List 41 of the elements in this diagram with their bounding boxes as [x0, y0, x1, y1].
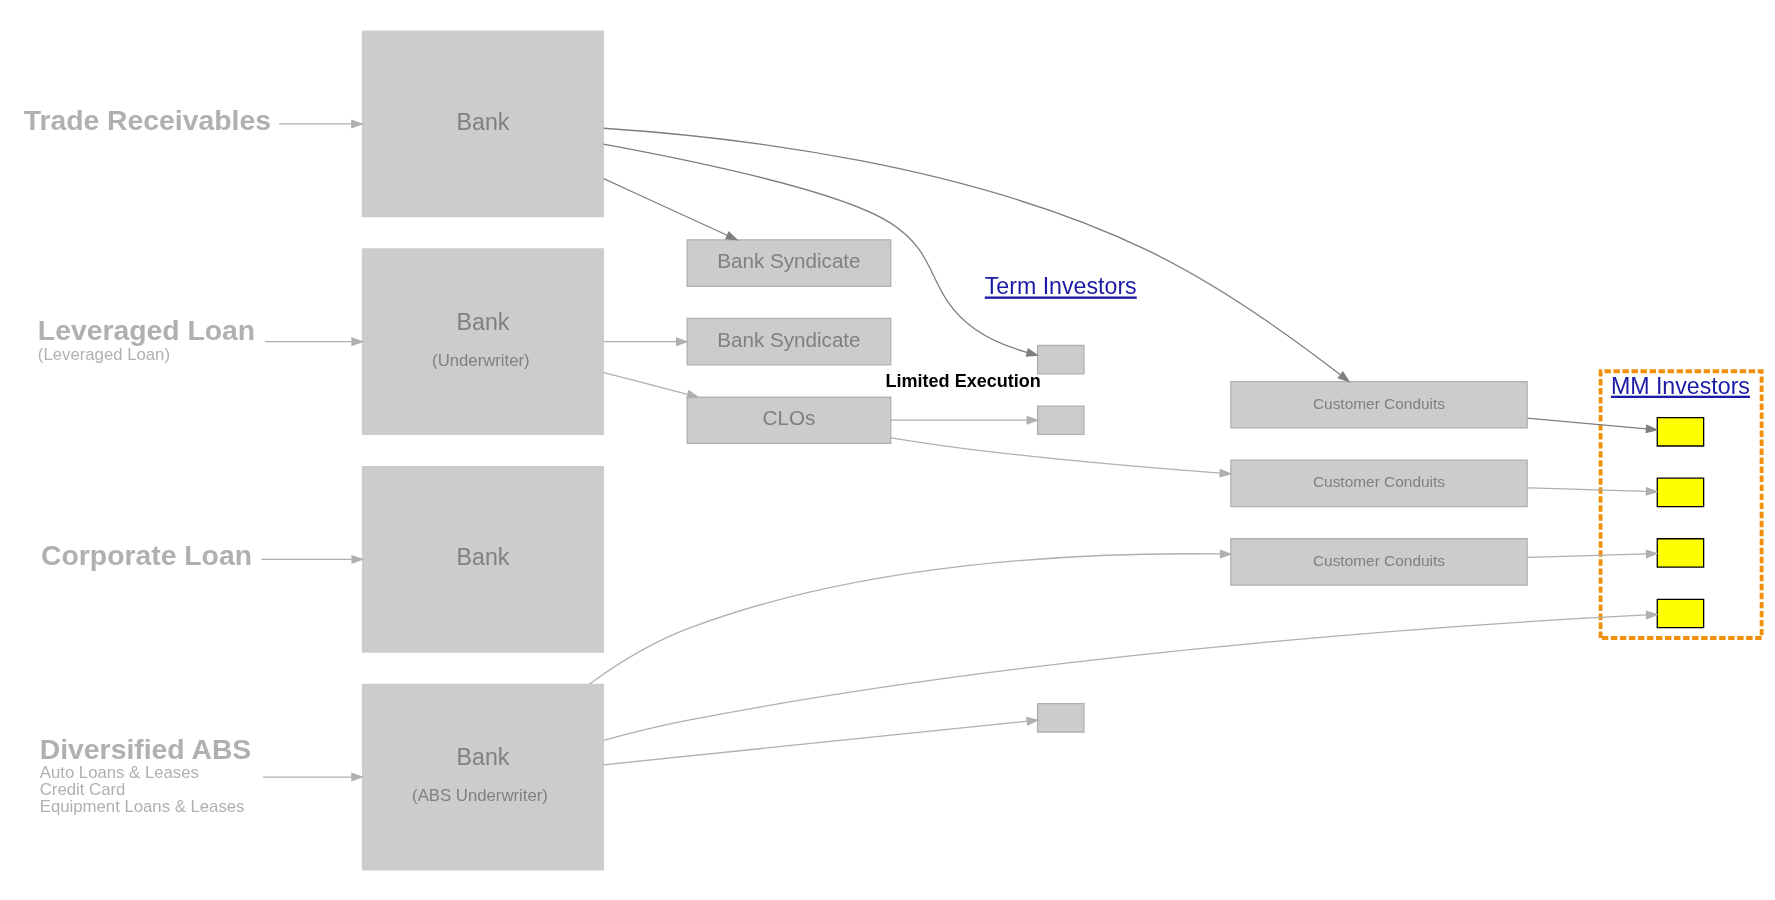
arrow [603, 336, 689, 346]
cluster: MM Investors [1598, 368, 1764, 640]
arrow [1526, 416, 1659, 433]
node-text: Trade Receivables [23, 103, 271, 136]
node-box [1036, 702, 1085, 733]
node-box: Bank (ABS Underwriter) [361, 683, 605, 870]
arrow [588, 548, 1233, 685]
node-box: Bank (Underwriter) [361, 247, 605, 435]
node-box [1036, 344, 1085, 374]
node-box: Customer Conduits [1230, 537, 1528, 586]
node-box: CLOs [686, 395, 892, 444]
arrow [603, 371, 700, 399]
node-text: Diversified ABS Auto Loans & Leases Credit Card Equipment Loans & Leases [39, 732, 252, 816]
node-box: Customer Conduits [1230, 459, 1528, 507]
node-box: Bank Syndicate [686, 317, 892, 365]
label: Term Investors [984, 272, 1137, 299]
node-text: Corporate Loan [41, 538, 252, 571]
node-label: Limited Execution [885, 370, 1041, 391]
arrow [260, 554, 365, 564]
node-box: Customer Conduits [1230, 380, 1528, 429]
arrow [603, 127, 1351, 383]
node-box: Bank [361, 30, 605, 217]
node-box [1656, 598, 1705, 628]
arrow [890, 415, 1040, 425]
arrow [602, 716, 1040, 765]
arrow [264, 336, 365, 346]
arrow [602, 143, 1040, 357]
arrow [603, 177, 739, 241]
node-text: Leveraged Loan (Leveraged Loan) [37, 313, 256, 364]
node-box [1036, 404, 1085, 435]
arrow [278, 118, 365, 128]
node-box [1656, 416, 1705, 447]
arrow [262, 772, 365, 782]
node-box: Bank [361, 465, 605, 653]
arrow [603, 610, 1659, 741]
arrow [890, 436, 1233, 478]
node-box [1656, 537, 1705, 568]
node-box [1656, 477, 1705, 507]
arrow [1526, 486, 1659, 496]
arrow [1526, 548, 1659, 558]
node-box: Bank Syndicate [686, 238, 892, 287]
